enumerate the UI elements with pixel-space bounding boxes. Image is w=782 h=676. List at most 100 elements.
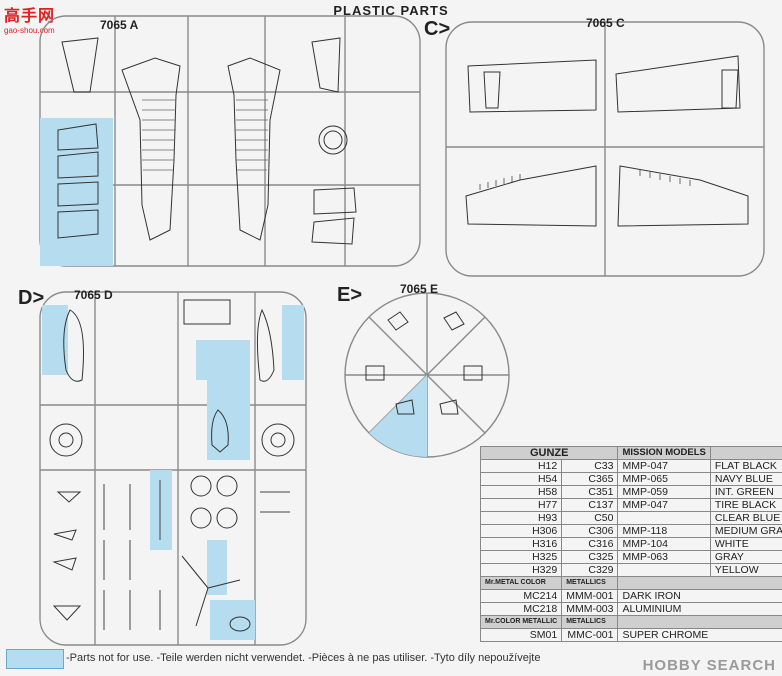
page-title: PLASTIC PARTS <box>333 3 449 18</box>
unused-area-d2 <box>282 305 304 380</box>
mission-header: MISSION MODELS <box>617 446 711 460</box>
canopy-part-3 <box>57 181 99 207</box>
legend-text: -Parts not for use. -Teile werden nicht … <box>66 652 541 664</box>
paint-cell-b: MMM-001 <box>561 589 619 603</box>
site-logo: 高手网 gao-shou.com <box>4 2 70 36</box>
sprue-d-frame <box>39 291 307 646</box>
paint-cell-m: MMP-065 <box>617 472 711 486</box>
unused-area-a <box>40 118 113 266</box>
e-part-6 <box>439 399 459 415</box>
paint-cell-h: H12 <box>479 459 563 473</box>
paint-cell-h: H54 <box>479 472 563 486</box>
wheel-well-left <box>483 71 501 109</box>
paint-cell-h: H306 <box>479 524 563 538</box>
paint-cell-name: GRAY <box>709 550 782 564</box>
pylon-1 <box>56 491 82 503</box>
unused-area-d3 <box>196 340 250 380</box>
unused-area-e <box>369 375 427 457</box>
paint-cell-c: C325 <box>561 550 619 564</box>
drop-tank-right <box>256 308 275 382</box>
color-header: Mr.COLOR METALLIC METALLICS <box>479 615 782 629</box>
unused-parts-swatch <box>6 649 64 669</box>
paint-cell-name: FLAT BLACK <box>709 459 782 473</box>
wheel-4 <box>216 507 238 529</box>
wing-lower-left <box>465 165 597 227</box>
instrument-panel <box>183 299 231 325</box>
sprue-d-letter: D> <box>18 287 45 309</box>
paint-cell-c: C50 <box>561 511 619 525</box>
sprue-c-letter: C> <box>424 18 451 40</box>
paint-cell-c: C351 <box>561 485 619 499</box>
fuselage-left <box>121 57 181 241</box>
paint-cell-m: MMP-047 <box>617 459 711 473</box>
paint-cell-m: MMP-063 <box>617 550 711 564</box>
pylon-2 <box>53 529 77 541</box>
engine-right <box>261 423 295 457</box>
paint-cell-name: TIRE BLACK <box>709 498 782 512</box>
paint-cell-name: DARK IRON <box>617 589 782 603</box>
paint-cell-m: MMP-059 <box>617 485 711 499</box>
paint-cell-b: MMM-003 <box>561 602 619 616</box>
bomb-part <box>211 409 229 453</box>
metal-header: Mr.METAL COLOR METALLICS <box>479 576 782 590</box>
paint-cell-name: CLEAR BLUE <box>709 511 782 525</box>
window-part-2 <box>311 217 355 245</box>
paint-cell-h: H93 <box>479 511 563 525</box>
e-part-5 <box>395 399 415 415</box>
wing-upper-left <box>467 59 597 113</box>
wing-upper-right <box>615 55 741 113</box>
paint-cell-m: MMP-104 <box>617 537 711 551</box>
paint-cell-h: H325 <box>479 550 563 564</box>
wing-lower-right <box>617 165 749 227</box>
propeller <box>181 555 241 627</box>
logo-sub-text: gao-shou.com <box>4 26 55 35</box>
unused-area-d5 <box>150 470 172 550</box>
e-part-1 <box>387 311 409 331</box>
paint-cell-m <box>617 563 711 577</box>
e-part-3 <box>365 365 385 381</box>
sprue-e-label: 7065 E <box>400 282 439 296</box>
sprue-d-label: 7065 D <box>74 288 113 302</box>
fuselage-right <box>227 57 281 241</box>
paint-cell-h: H58 <box>479 485 563 499</box>
canopy-part-2 <box>57 151 99 179</box>
paint-cell-h: H77 <box>479 498 563 512</box>
paint-cell-name: NAVY BLUE <box>709 472 782 486</box>
gunze-header: GUNZE <box>479 446 619 460</box>
paint-cell-m <box>617 511 711 525</box>
canopy-part-1 <box>57 123 99 151</box>
paint-cell-a: MC218 <box>479 602 563 616</box>
watermark: HOBBY SEARCH <box>642 657 776 674</box>
paint-cell-name: ALUMINIUM <box>617 602 782 616</box>
paint-cell-c: C33 <box>561 459 619 473</box>
drop-tank-left <box>63 309 84 382</box>
wheel-1 <box>190 475 212 497</box>
paint-table-header: GUNZE MISSION MODELS <box>479 446 782 460</box>
paint-cell-h: H329 <box>479 563 563 577</box>
paint-cell-name: SUPER CHROME <box>617 628 782 642</box>
paint-cell-h: H316 <box>479 537 563 551</box>
wheel-3 <box>190 507 212 529</box>
paint-cell-m: MMP-118 <box>617 524 711 538</box>
engine-left <box>49 423 83 457</box>
sprue-c-label: 7065 C <box>586 16 625 30</box>
cowl-ring <box>318 125 348 155</box>
paint-cell-name: MEDIUM GRAY <box>709 524 782 538</box>
e-part-2 <box>443 311 465 331</box>
pylon-3 <box>52 557 77 571</box>
logo-main-text: 高手网 <box>4 8 56 25</box>
sprue-e-letter: E> <box>337 284 363 306</box>
canopy-part-4 <box>57 209 99 239</box>
paint-cell-c: C365 <box>561 472 619 486</box>
fin-right <box>311 37 341 93</box>
